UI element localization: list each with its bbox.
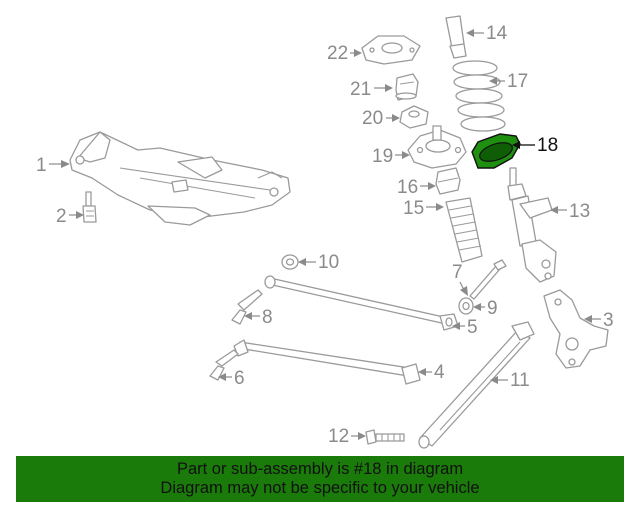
part-upper-lateral-link[interactable] <box>264 275 459 331</box>
callout-number: 15 <box>403 198 424 219</box>
part-crossmember[interactable] <box>69 131 291 226</box>
callout-17: 17 <box>489 71 528 92</box>
callout-21: 21 <box>350 79 393 100</box>
part-mount-bushing[interactable] <box>395 73 419 101</box>
callout-number: 2 <box>56 206 67 227</box>
part-dust-boot[interactable] <box>445 197 483 263</box>
callout-20: 20 <box>362 108 400 129</box>
callout-number: 1 <box>36 155 47 176</box>
callout-number: 3 <box>603 310 614 331</box>
callout-number: 5 <box>467 317 478 338</box>
callout-10: 10 <box>298 252 339 273</box>
callout-number: 21 <box>350 79 371 100</box>
callout-number: 4 <box>434 362 445 383</box>
callout-14: 14 <box>466 23 508 44</box>
callout-number: 12 <box>328 426 349 447</box>
part-bushing[interactable] <box>281 254 299 270</box>
callout-number: 13 <box>569 201 590 222</box>
callout-5: 5 <box>452 317 478 338</box>
part-strut-mount[interactable] <box>407 125 467 169</box>
callout-8: 8 <box>244 307 273 328</box>
callout-9: 9 <box>473 298 498 319</box>
callout-number: 10 <box>318 252 339 273</box>
callout-number: 17 <box>507 71 528 92</box>
callout-number: 11 <box>510 370 530 391</box>
callout-number: 19 <box>372 146 393 167</box>
callout-11: 11 <box>490 370 530 391</box>
part-info-banner: Part or sub-assembly is #18 in diagram D… <box>16 456 624 502</box>
part-lower-link-bolt[interactable] <box>209 349 239 381</box>
callout-3: 3 <box>584 310 614 331</box>
part-top-cap[interactable] <box>445 15 467 59</box>
part-trailing-arm[interactable] <box>418 321 535 449</box>
callout-7: 7 <box>452 262 468 296</box>
banner-line-disclaimer: Diagram may not be specific to your vehi… <box>160 479 480 497</box>
callout-number: 6 <box>234 368 245 389</box>
callout-6: 6 <box>218 368 245 389</box>
callout-number: 18 <box>537 135 558 156</box>
part-strut-assembly[interactable] <box>507 167 557 283</box>
banner-line-part: Part or sub-assembly is #18 in diagram <box>176 460 464 478</box>
callout-number: 16 <box>397 177 418 198</box>
callout-number: 20 <box>362 108 383 129</box>
callout-15: 15 <box>403 198 444 219</box>
callout-number: 8 <box>262 307 273 328</box>
part-lower-lateral-link[interactable] <box>233 339 421 385</box>
callout-18: 18 <box>512 135 558 156</box>
callout-number: 7 <box>452 262 463 283</box>
callout-19: 19 <box>372 146 410 167</box>
part-nut[interactable] <box>458 297 474 315</box>
part-coil-spring[interactable] <box>452 60 506 132</box>
callout-number: 9 <box>487 298 498 319</box>
callout-22: 22 <box>327 43 362 64</box>
callout-1: 1 <box>36 155 70 176</box>
callout-number: 14 <box>486 23 508 44</box>
callout-12: 12 <box>328 426 366 447</box>
callout-16: 16 <box>397 177 436 198</box>
part-bump-stop[interactable] <box>435 167 461 195</box>
callout-4: 4 <box>418 362 445 383</box>
part-mounting-bolt[interactable] <box>82 191 97 223</box>
callout-number: 22 <box>327 43 348 64</box>
callout-2: 2 <box>56 206 84 227</box>
callout-13: 13 <box>550 201 590 222</box>
part-mount-nut[interactable] <box>399 105 429 129</box>
part-toe-link-bolt[interactable] <box>469 259 507 300</box>
parts-diagram: 1 2 22 21 20 <box>36 15 614 449</box>
part-spring-seat-highlighted[interactable] <box>471 133 521 169</box>
part-link-bolt[interactable] <box>231 289 263 325</box>
part-long-bolt[interactable] <box>365 429 405 445</box>
part-knuckle[interactable] <box>543 289 609 369</box>
part-upper-mount-plate[interactable] <box>361 35 421 65</box>
